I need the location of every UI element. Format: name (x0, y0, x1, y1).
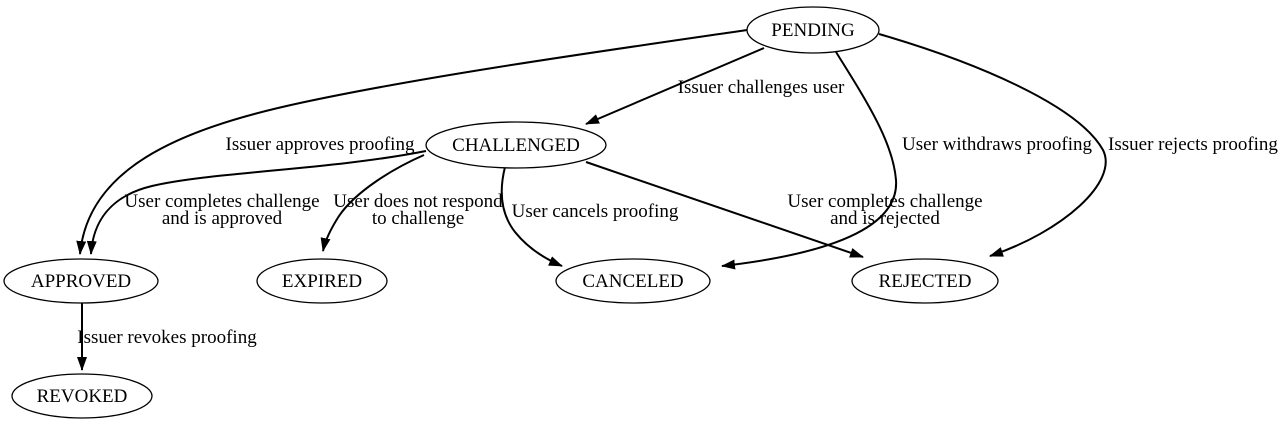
edge-pending-challenged (585, 47, 765, 125)
node-expired-shape (256, 258, 388, 304)
edge-challenged-rejected-label-line1: User completes challenge (787, 191, 982, 212)
node-canceled: CANCELED (555, 258, 711, 304)
edge-challenged-canceled (500, 166, 563, 267)
edge-challenged-approved (86, 150, 427, 255)
edge-challenged-approved-label-line2: and is approved (162, 208, 283, 229)
edge-approved-revoked-label: Issuer revokes proofing (77, 327, 257, 348)
edge-challenged-expired-label-line1: User does not respond (333, 191, 503, 212)
node-revoked-label: REVOKED (37, 386, 128, 407)
node-challenged-label: CHALLENGED (452, 135, 580, 156)
edge-challenged-expired-label-line2: to challenge (372, 208, 464, 229)
edge-challenged-canceled-label: User cancels proofing (512, 201, 679, 222)
edge-challenged-expired (320, 154, 425, 252)
node-pending-label: PENDING (771, 20, 855, 41)
node-approved: APPROVED (3, 258, 159, 304)
node-approved-label: APPROVED (31, 271, 131, 292)
node-canceled-label: CANCELED (582, 271, 683, 292)
edge-pending-rejected (878, 33, 1107, 257)
edge-pending-canceled (721, 51, 898, 270)
node-rejected-shape (851, 258, 999, 304)
edge-challenged-approved-label-line1: User completes challenge (124, 191, 319, 212)
edge-pending-canceled-label: User withdraws proofing (902, 134, 1092, 155)
edge-pending-approved-label: Issuer approves proofing (226, 134, 415, 155)
node-pending-shape (746, 6, 880, 54)
node-revoked-shape (11, 373, 153, 419)
edge-pending-rejected-label: Issuer rejects proofing (1108, 134, 1278, 155)
node-expired-label: EXPIRED (282, 271, 362, 292)
node-rejected-label: REJECTED (879, 271, 972, 292)
node-canceled-shape (555, 258, 711, 304)
edge-pending-challenged-label: Issuer challenges user (678, 77, 845, 98)
edge-challenged-rejected-label-line2: and is rejected (830, 208, 940, 229)
node-challenged: CHALLENGED (425, 121, 607, 169)
node-revoked: REVOKED (11, 373, 153, 419)
edge-challenged-rejected (585, 161, 864, 258)
node-expired: EXPIRED (256, 258, 388, 304)
node-pending: PENDING (746, 6, 880, 54)
node-rejected: REJECTED (851, 258, 999, 304)
node-approved-shape (3, 258, 159, 304)
node-challenged-shape (425, 121, 607, 169)
edge-pending-approved (76, 29, 748, 255)
